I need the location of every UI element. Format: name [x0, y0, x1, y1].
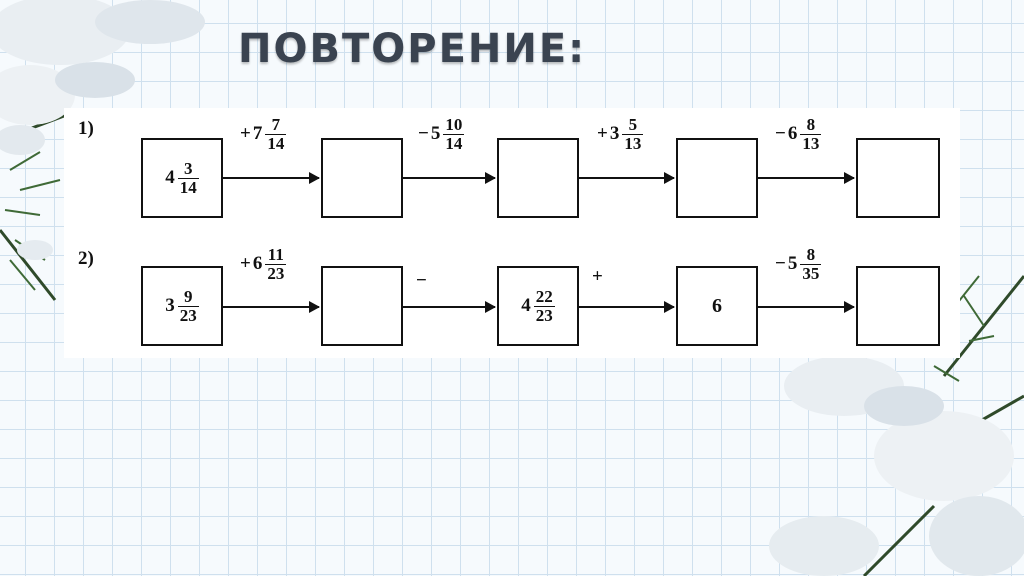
exercise-worksheet: 1) 4 3 14 + 7 7 14 − 5 10 14 + 3 5 13	[64, 108, 960, 358]
whole-part: 4	[165, 167, 175, 189]
row-label: 2)	[78, 248, 94, 270]
arrow	[403, 306, 495, 308]
fraction: 8 13	[800, 116, 821, 153]
start-value-box: 4 3 14	[141, 138, 223, 218]
operation-sign: +	[592, 266, 603, 288]
answer-box[interactable]	[321, 138, 403, 218]
numerator: 22	[534, 288, 555, 306]
operation-label: −	[416, 270, 429, 292]
fraction: 8 35	[800, 246, 821, 283]
denominator: 13	[800, 134, 821, 153]
operation-sign: −	[416, 270, 427, 292]
operation-sign: −	[775, 123, 786, 145]
operation-label: + 6 11 23	[240, 246, 286, 283]
whole-part: 3	[610, 123, 620, 145]
answer-box[interactable]	[676, 138, 758, 218]
denominator: 13	[622, 134, 643, 153]
arrow	[579, 177, 674, 179]
operation-sign: +	[240, 123, 251, 145]
denominator: 14	[443, 134, 464, 153]
operation-label: + 3 5 13	[597, 116, 643, 153]
whole-part: 5	[788, 253, 798, 275]
fraction: 10 14	[443, 116, 464, 153]
denominator: 35	[800, 264, 821, 283]
numerator: 10	[443, 116, 464, 134]
operation-label: + 7 7 14	[240, 116, 286, 153]
whole-part: 6	[253, 253, 263, 275]
arrow	[403, 177, 495, 179]
numerator: 11	[266, 246, 286, 264]
operation-sign: −	[418, 123, 429, 145]
row-label: 1)	[78, 118, 94, 140]
numerator: 9	[182, 288, 195, 306]
start-value-box: 3 9 23	[141, 266, 223, 346]
fraction: 22 23	[534, 288, 555, 325]
denominator: 23	[265, 264, 286, 283]
page-title: ПОВТОРЕНИЕ:	[238, 26, 586, 72]
whole-part: 6	[788, 123, 798, 145]
numerator: 8	[805, 116, 818, 134]
numerator: 8	[805, 246, 818, 264]
whole-part: 4	[521, 295, 531, 317]
arrow	[223, 177, 319, 179]
operation-label: − 5 8 35	[775, 246, 821, 283]
answer-box[interactable]	[856, 138, 940, 218]
fraction: 7 14	[265, 116, 286, 153]
value-text: 6	[712, 295, 722, 318]
numerator: 5	[627, 116, 640, 134]
answer-box[interactable]	[497, 138, 579, 218]
value-box: 4 22 23	[497, 266, 579, 346]
answer-box[interactable]	[321, 266, 403, 346]
whole-part: 3	[165, 295, 175, 317]
fraction: 11 23	[265, 246, 286, 283]
fraction: 9 23	[178, 288, 199, 325]
fraction: 3 14	[178, 160, 199, 197]
denominator: 23	[534, 306, 555, 325]
answer-box[interactable]	[856, 266, 940, 346]
fraction: 5 13	[622, 116, 643, 153]
denominator: 14	[265, 134, 286, 153]
denominator: 14	[178, 178, 199, 197]
operation-sign: +	[597, 123, 608, 145]
arrow	[758, 177, 854, 179]
numerator: 7	[270, 116, 283, 134]
operation-label: +	[592, 266, 605, 288]
operation-sign: +	[240, 253, 251, 275]
whole-part: 5	[431, 123, 441, 145]
denominator: 23	[178, 306, 199, 325]
operation-label: − 6 8 13	[775, 116, 821, 153]
operation-sign: −	[775, 253, 786, 275]
arrow	[223, 306, 319, 308]
whole-part: 7	[253, 123, 263, 145]
arrow	[758, 306, 854, 308]
operation-label: − 5 10 14	[418, 116, 464, 153]
value-box: 6	[676, 266, 758, 346]
arrow	[579, 306, 674, 308]
numerator: 3	[182, 160, 195, 178]
